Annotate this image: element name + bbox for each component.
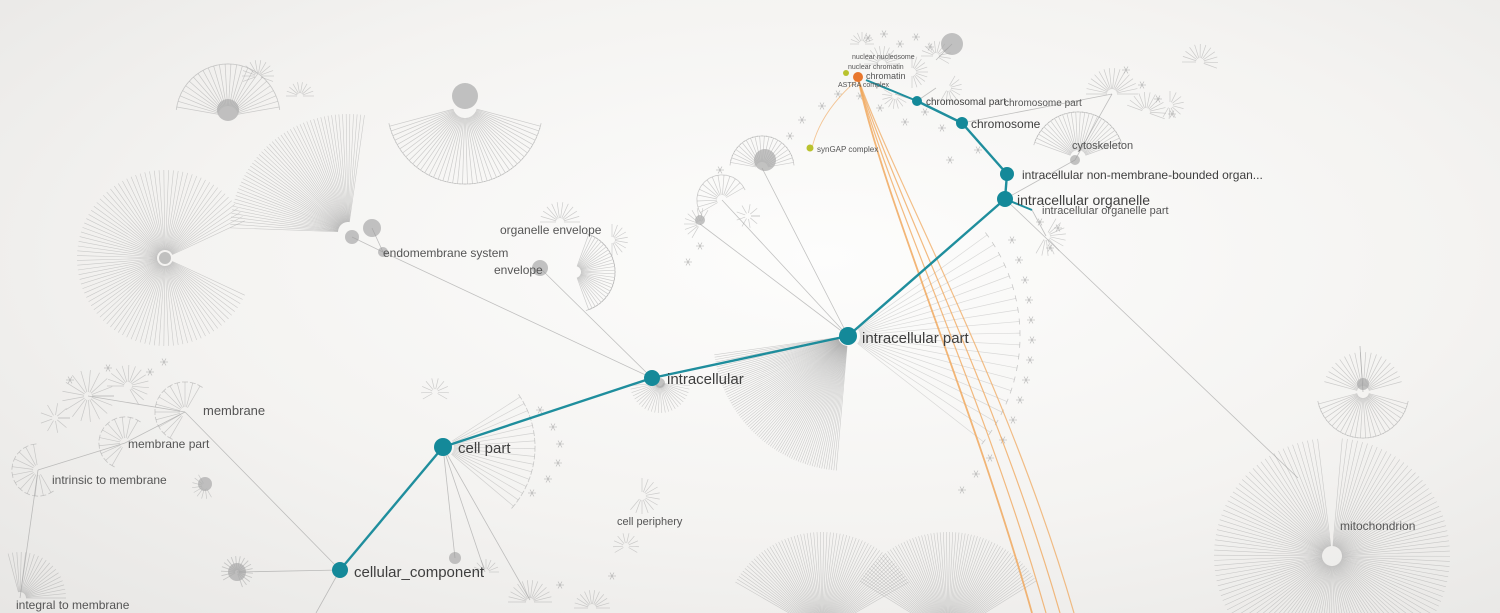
term-label: cytoskeleton	[1072, 140, 1133, 152]
path-edge	[339, 446, 444, 571]
orange-edge-layer	[811, 77, 1075, 613]
node-cellular-component[interactable]	[332, 562, 348, 578]
term-label: synGAP complex	[817, 145, 878, 154]
node-label-intracellular[interactable]: intracellular	[667, 371, 744, 388]
node-intracellular-non-membrane-bounded-organelle[interactable]	[1000, 167, 1014, 181]
path-edge	[865, 79, 918, 102]
cluster-hub	[754, 149, 776, 171]
term-label: membrane part	[128, 437, 210, 451]
gray-edge-layer	[19, 43, 1364, 613]
cluster-hub	[452, 83, 478, 109]
term-label: integral to membrane	[16, 598, 130, 612]
hub-layer	[159, 33, 1369, 581]
cluster-hub	[159, 252, 171, 264]
term-label: endomembrane system	[383, 246, 508, 260]
term-label: chromatin	[866, 71, 906, 81]
syngap-complex-node[interactable]	[806, 144, 814, 152]
term-label: intracellular organelle part	[1042, 205, 1169, 217]
term-label: organelle envelope	[500, 223, 602, 237]
association-edge	[857, 77, 1033, 613]
path-edge	[916, 99, 963, 125]
node-label-intracellular-part[interactable]: intracellular part	[862, 330, 970, 347]
cluster-hub	[1357, 378, 1369, 390]
cluster-hub	[198, 477, 212, 491]
node-intracellular-organelle[interactable]	[997, 191, 1013, 207]
term-label: chromosome part	[1004, 98, 1082, 109]
path-edge	[651, 334, 849, 380]
association-edge	[857, 77, 1061, 613]
term-label: nuclear chromatin	[848, 64, 904, 71]
highlight-term-node[interactable]	[843, 70, 849, 76]
association-edge	[857, 77, 1047, 613]
node-label-cell-part[interactable]: cell part	[458, 440, 511, 457]
cluster-hub	[217, 99, 239, 121]
term-label: envelope	[494, 263, 543, 277]
association-edge	[811, 79, 858, 149]
path-edge	[961, 122, 1008, 175]
term-label: ASTRA complex	[838, 82, 889, 89]
term-label: intrinsic to membrane	[52, 473, 167, 487]
term-label: mitochondrion	[1340, 519, 1415, 533]
node-label-cellular-component[interactable]: cellular_component	[354, 564, 485, 581]
node-chromosomal-part[interactable]	[912, 96, 922, 106]
node-label-intracellular-organelle[interactable]: intracellular organelle	[1017, 192, 1150, 208]
term-label: nuclear nucleosome	[852, 54, 915, 61]
selected-term-node[interactable]	[853, 72, 863, 82]
node-intracellular[interactable]	[644, 370, 660, 386]
special-node-layer	[806, 70, 863, 152]
path-edge	[442, 376, 653, 449]
node-chromosome[interactable]	[956, 117, 968, 129]
association-edge	[857, 77, 1075, 613]
term-label: membrane	[203, 403, 265, 418]
node-label-chromosomal-part[interactable]: chromosomal part	[926, 97, 1006, 108]
path-edge	[847, 198, 1006, 337]
node-layer: cellular_component cell part intracellular…	[332, 96, 1263, 581]
node-label-intracellular-non-membrane-bounded-organelle[interactable]: intracellular non-membrane-bounded organ…	[1022, 168, 1263, 182]
cluster-hub	[695, 215, 705, 225]
node-label-chromosome[interactable]: chromosome	[971, 117, 1041, 131]
asterisk-layer	[66, 30, 1176, 589]
label-layer: membrane membrane part intrinsic to membra…	[16, 54, 1415, 612]
term-label: cell periphery	[617, 516, 683, 528]
node-cell-part[interactable]	[434, 438, 452, 456]
node-intracellular-part[interactable]	[839, 327, 857, 345]
